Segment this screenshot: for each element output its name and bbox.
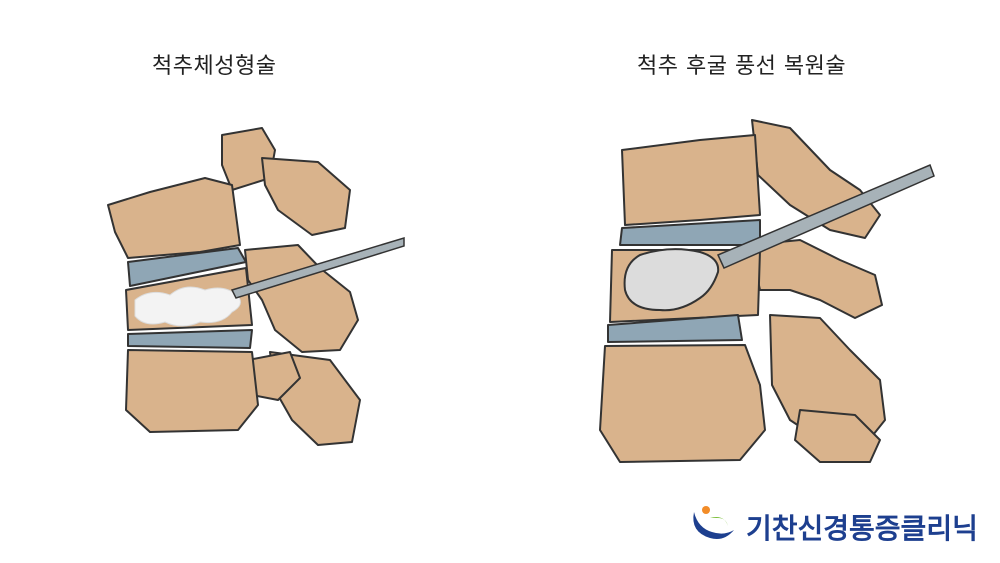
right-panel-title: 척추 후굴 풍선 복원술 (637, 54, 847, 79)
right-spinous-lower (794, 409, 881, 463)
right-body-upper (621, 134, 761, 226)
right-process-mid (749, 239, 883, 319)
bone-cement (134, 286, 241, 327)
balloon (623, 248, 720, 312)
left-spinous-upper (261, 157, 351, 236)
left-body-lower (125, 349, 259, 433)
right-disc-lower (607, 314, 743, 343)
logo-blue-swoosh (693, 512, 734, 539)
clinic-logo (693, 506, 734, 539)
logo-orange-dot (702, 506, 710, 514)
clinic-logo-text: 기찬신경통증클리닉 (746, 512, 978, 545)
right-needle (716, 164, 935, 269)
left-panel-title: 척추체성형술 (152, 54, 277, 79)
left-body-upper (107, 177, 241, 259)
left-disc-lower (127, 329, 253, 349)
logo-green-swoosh (710, 517, 728, 526)
left-lamina-mid (244, 244, 359, 353)
right-body-lower (599, 344, 766, 463)
left-needle (230, 236, 405, 299)
left-disc-upper (127, 247, 247, 287)
